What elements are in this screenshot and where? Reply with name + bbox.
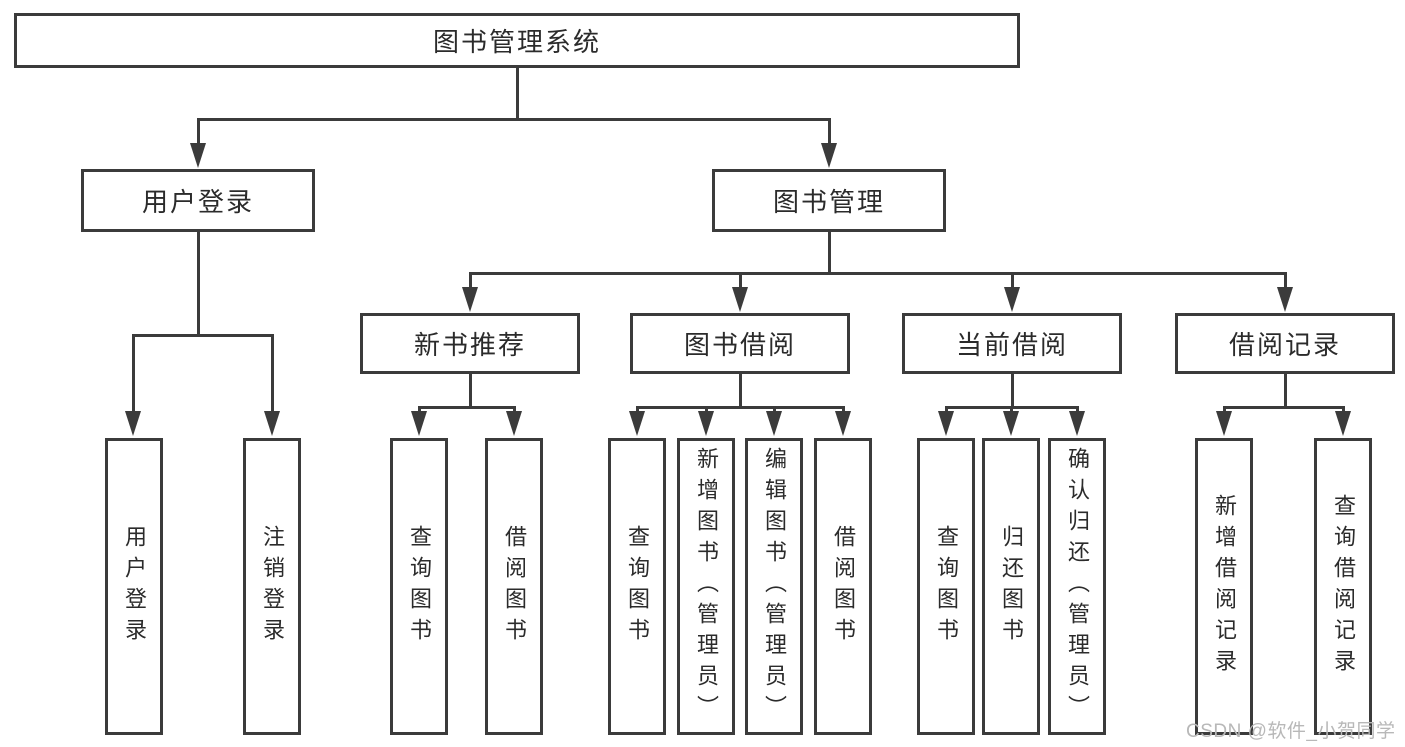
- connector-borrowing-records-stem: [1284, 374, 1287, 408]
- leaf-current-query-books: 查询图书: [917, 438, 975, 735]
- connector-leaf-stub: [1223, 406, 1226, 414]
- node-label: 编辑图书（管理员）: [762, 447, 787, 726]
- connector-leaf-stub: [636, 406, 639, 414]
- node-label: 新书推荐: [413, 330, 526, 360]
- connector-book-borrowing-split: [636, 406, 845, 409]
- node-label: 查询图书: [625, 524, 650, 649]
- node-new-book-recommend: 新书推荐: [360, 313, 580, 374]
- connector-user-login-split: [132, 334, 273, 337]
- arrowhead-icon: [835, 411, 851, 436]
- node-label: 用户登录: [141, 187, 254, 217]
- connector-book-borrowing-stem: [739, 374, 742, 408]
- connector-to-borrowing-records: [1284, 272, 1287, 289]
- connector-leaf-stub: [1010, 406, 1013, 414]
- connector-to-new-book-recommend: [469, 272, 472, 289]
- leaf-current-return-books: 归还图书: [982, 438, 1040, 735]
- arrowhead-icon: [506, 411, 522, 436]
- leaf-user-login: 用户登录: [105, 438, 163, 735]
- leaf-borrowing-query-books: 查询图书: [608, 438, 666, 735]
- connector-root-stem: [516, 68, 519, 119]
- connector-book-management-stem: [828, 232, 831, 274]
- connector-new-book-recommend-split: [418, 406, 516, 409]
- arrowhead-icon: [1069, 411, 1085, 436]
- node-book-borrowing: 图书借阅: [630, 313, 850, 374]
- connector-new-book-recommend-stem: [469, 374, 472, 408]
- node-label: 新增借阅记录: [1212, 493, 1237, 680]
- node-label: 新增图书（管理员）: [694, 447, 719, 726]
- node-label: 确认归还（管理员）: [1065, 447, 1090, 726]
- node-library-management-system: 图书管理系统: [14, 13, 1020, 68]
- connector-leaf-stub: [945, 406, 948, 414]
- arrowhead-icon: [264, 411, 280, 436]
- connector-leaf-stub: [418, 406, 421, 414]
- connector-user-login-stem: [197, 232, 200, 337]
- node-label: 图书管理: [772, 187, 885, 217]
- node-current-borrowing: 当前借阅: [902, 313, 1122, 374]
- connector-to-book-management: [828, 118, 831, 146]
- connector-leaf-stub: [513, 406, 516, 414]
- node-label: 注销登录: [260, 524, 285, 649]
- arrowhead-icon: [1004, 287, 1020, 312]
- connector-current-borrowing-stem: [1011, 374, 1014, 408]
- node-label: 图书借阅: [683, 330, 796, 360]
- leaf-recommend-borrow-books: 借阅图书: [485, 438, 543, 735]
- node-label: 归还图书: [999, 524, 1024, 649]
- leaf-current-confirm-return-admin: 确认归还（管理员）: [1048, 438, 1106, 735]
- connector-leaf-stub: [773, 406, 776, 414]
- arrowhead-icon: [462, 287, 478, 312]
- leaf-recommend-query-books: 查询图书: [390, 438, 448, 735]
- node-label: 借阅图书: [831, 524, 856, 649]
- arrowhead-icon: [698, 411, 714, 436]
- connector-borrowing-records-split: [1223, 406, 1345, 409]
- arrowhead-icon: [629, 411, 645, 436]
- node-label: 图书管理系统: [432, 27, 601, 57]
- arrowhead-icon: [125, 411, 141, 436]
- node-label: 用户登录: [122, 524, 147, 649]
- node-label: 借阅图书: [502, 524, 527, 649]
- leaf-borrowing-borrow-books: 借阅图书: [814, 438, 872, 735]
- arrowhead-icon: [821, 143, 837, 168]
- leaf-records-query-record: 查询借阅记录: [1314, 438, 1372, 735]
- connector-leaf-stub: [842, 406, 845, 414]
- connector-book-management-split: [469, 272, 1286, 275]
- connector-leaf-stub: [1342, 406, 1345, 414]
- node-borrowing-records: 借阅记录: [1175, 313, 1395, 374]
- connector-to-leaf-user-login: [132, 334, 135, 411]
- node-label: 查询图书: [934, 524, 959, 649]
- watermark: CSDN @软件_小贺同学: [1186, 721, 1396, 742]
- arrowhead-icon: [938, 411, 954, 436]
- arrowhead-icon: [1277, 287, 1293, 312]
- node-label: 查询借阅记录: [1331, 493, 1356, 680]
- connector-to-book-borrowing: [739, 272, 742, 289]
- arrowhead-icon: [411, 411, 427, 436]
- connector-leaf-stub: [705, 406, 708, 414]
- leaf-records-add-record: 新增借阅记录: [1195, 438, 1253, 735]
- node-user-login: 用户登录: [81, 169, 315, 232]
- arrowhead-icon: [732, 287, 748, 312]
- leaf-logout: 注销登录: [243, 438, 301, 735]
- node-book-management: 图书管理: [712, 169, 946, 232]
- arrowhead-icon: [1003, 411, 1019, 436]
- connector-leaf-stub: [1076, 406, 1079, 414]
- arrowhead-icon: [190, 143, 206, 168]
- leaf-borrowing-edit-books-admin: 编辑图书（管理员）: [745, 438, 803, 735]
- connector-to-current-borrowing: [1011, 272, 1014, 289]
- arrowhead-icon: [1216, 411, 1232, 436]
- leaf-borrowing-add-books-admin: 新增图书（管理员）: [677, 438, 735, 735]
- node-label: 当前借阅: [955, 330, 1068, 360]
- arrowhead-icon: [766, 411, 782, 436]
- arrowhead-icon: [1335, 411, 1351, 436]
- node-label: 查询图书: [407, 524, 432, 649]
- connector-to-leaf-logout: [271, 334, 274, 411]
- connector-root-split: [197, 118, 831, 121]
- node-label: 借阅记录: [1228, 330, 1341, 360]
- connector-to-user-login: [197, 118, 200, 146]
